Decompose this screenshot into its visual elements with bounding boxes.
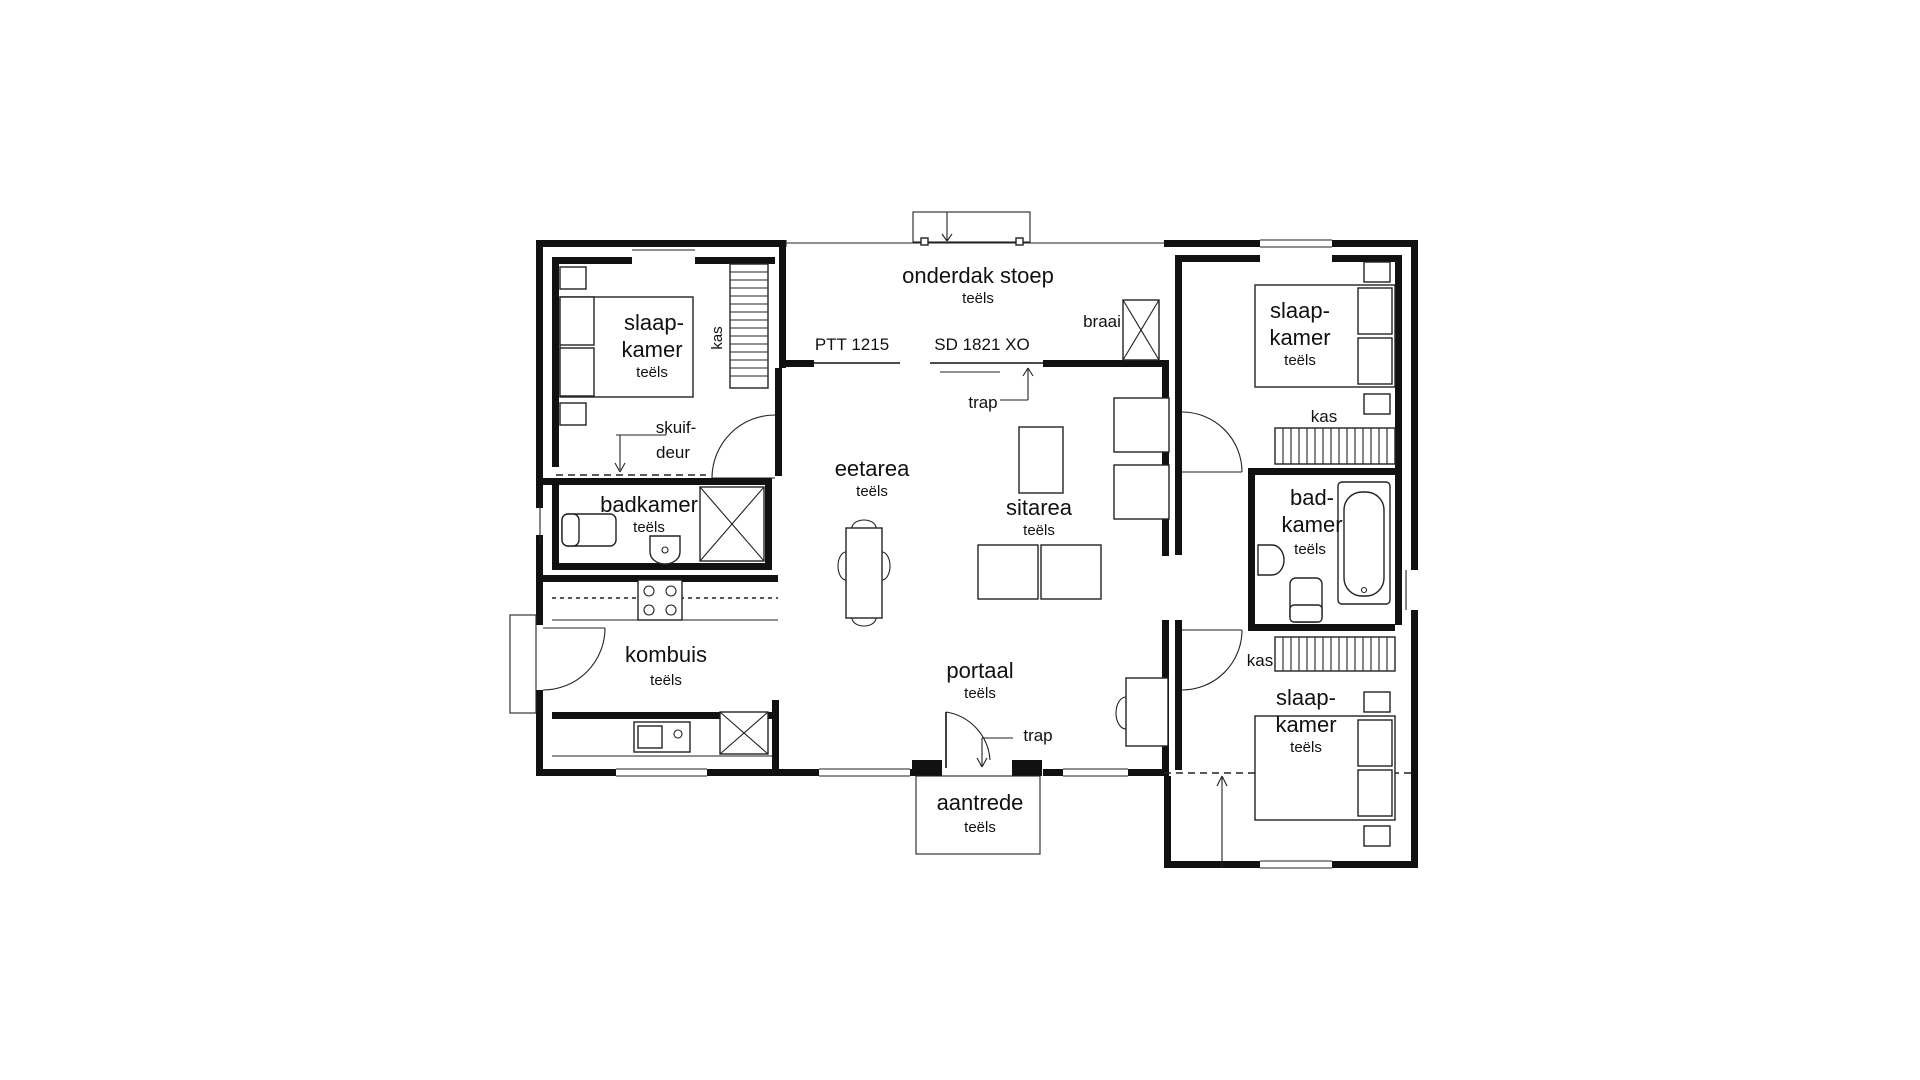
stoep-outline [786,211,1164,401]
bedroom-bottom-right [1181,629,1396,868]
bathroom-right-label-2: kamer [1281,512,1342,537]
dining-finish: teëls [856,483,888,500]
sliding-door-label-1: skuif- [656,418,697,437]
door-code-sd: SD 1821 XO [934,335,1029,354]
stoep-label: onderdak stoep [902,263,1054,288]
room-labels: onderdak stoep teëls slaap- kamer teëls … [600,263,1342,836]
bathroom-right [1257,481,1391,623]
hall-finish: teëls [964,685,996,702]
kas-left-label: kas [709,326,726,349]
kas-top-right-label: kas [1311,407,1337,426]
entrance-label: aantrede [937,790,1024,815]
stoep-finish: teëls [962,290,994,307]
entrance [912,711,1042,855]
hall-label: portaal [946,658,1013,683]
sitting-finish: teëls [1023,522,1055,539]
bedroom-tr-label-1: slaap- [1270,298,1330,323]
braai-label: braai [1083,312,1121,331]
exterior-walls [536,240,1169,776]
annotations: kas kas kas braai PTT 1215 SD 1821 XO tr… [656,312,1338,745]
trap-bottom-label: trap [1023,726,1052,745]
bedroom-tr-label-2: kamer [1269,325,1330,350]
bedroom-tr-finish: teëls [1284,352,1316,369]
bedroom-br-label-1: slaap- [1276,685,1336,710]
bedroom-tl-finish: teëls [636,364,668,381]
kitchen-finish: teëls [650,672,682,689]
kitchen-label: kombuis [625,642,707,667]
bathroom-left [536,478,772,570]
kitchen [509,575,779,776]
dining-set [837,519,891,627]
kas-bottom-right-label: kas [1247,651,1273,670]
right-wing-walls [1164,239,1418,869]
bedroom-tl-label-1: slaap- [624,310,684,335]
dining-label: eetarea [835,456,910,481]
sliding-door-label-2: deur [656,443,690,462]
bathroom-right-label-1: bad- [1290,485,1334,510]
bathroom-left-label: badkamer [600,492,698,517]
bathroom-right-finish: teëls [1294,541,1326,558]
bottom-windows [616,240,1128,777]
sitting-set [977,397,1170,747]
bedroom-top-left [552,249,776,479]
trap-top-label: trap [968,393,997,412]
sitting-label: sitarea [1006,495,1073,520]
bedroom-tl-label-2: kamer [621,337,682,362]
bedroom-top-right [1181,261,1396,473]
entrance-finish: teëls [964,819,996,836]
bedroom-br-finish: teëls [1290,739,1322,756]
bedroom-br-label-2: kamer [1275,712,1336,737]
door-code-ptt: PTT 1215 [815,335,889,354]
bathroom-left-finish: teëls [633,519,665,536]
